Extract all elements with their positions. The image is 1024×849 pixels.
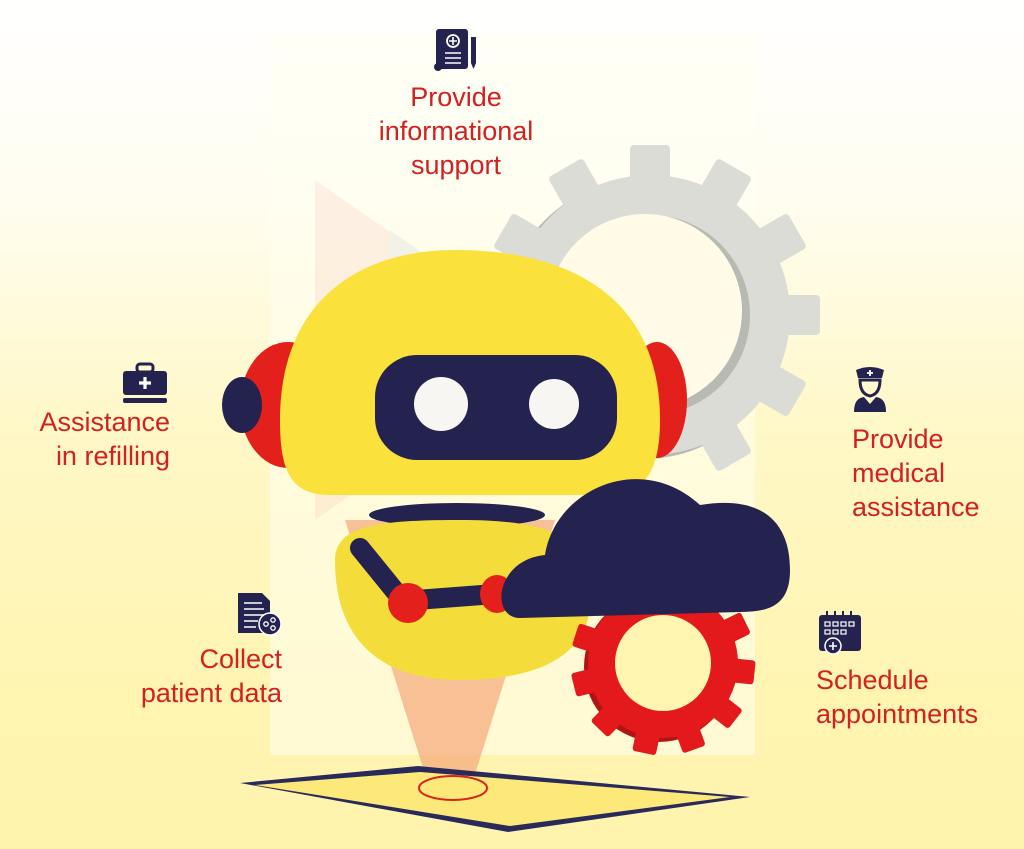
document-scroll-icon xyxy=(432,27,480,73)
label-medical: Provide medical assistance xyxy=(852,424,980,522)
document-share-icon xyxy=(236,591,284,637)
nurse-icon xyxy=(852,366,888,412)
right-eye xyxy=(529,379,579,429)
medical-kit-icon xyxy=(122,362,168,404)
tablet xyxy=(240,766,750,832)
cloud xyxy=(501,479,790,618)
robot-visor xyxy=(375,355,617,460)
left-ear-knob xyxy=(222,377,262,433)
red-gear xyxy=(571,571,756,755)
label-informational: Provide informational support xyxy=(378,82,534,180)
label-refilling: Assistance in refilling xyxy=(39,407,170,471)
label-collect: Collect patient data xyxy=(140,644,282,708)
label-schedule: Schedule appointments xyxy=(816,665,979,729)
left-eye xyxy=(414,377,468,431)
calendar-plus-icon xyxy=(817,609,865,655)
